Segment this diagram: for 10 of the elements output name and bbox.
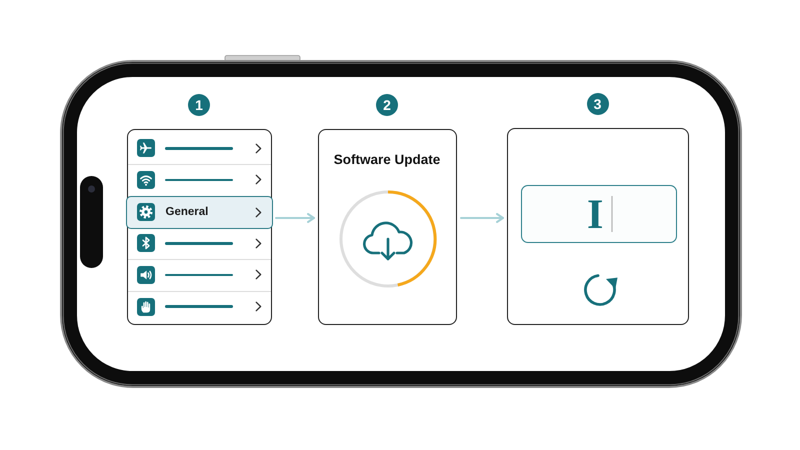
step-number-badge: 3 <box>586 92 608 114</box>
arrow <box>460 213 504 223</box>
step-number-badge: 1 <box>188 94 210 116</box>
step-number-badge: 2 <box>376 94 398 116</box>
text-input-field <box>520 184 676 242</box>
panel-title: Software Update <box>334 152 440 168</box>
selected-menu-row <box>126 196 273 228</box>
menu-item-label: General <box>166 205 208 220</box>
typed-character: I <box>587 194 604 236</box>
arrow <box>275 213 315 223</box>
